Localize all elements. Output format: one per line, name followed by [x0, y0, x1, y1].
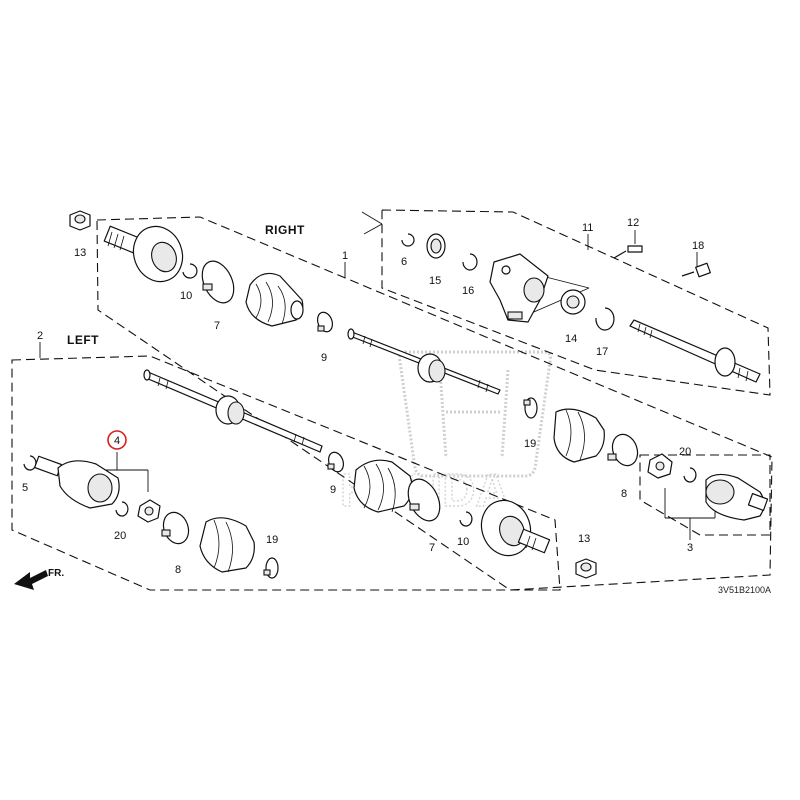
- circlip-16[interactable]: [462, 253, 478, 271]
- snap-ring-17[interactable]: [595, 307, 615, 331]
- boot-band-right-inner[interactable]: [607, 431, 642, 469]
- left-assembly-frame: [11, 355, 561, 591]
- outer-cv-joint-right[interactable]: [103, 219, 190, 288]
- callout-18[interactable]: 18: [692, 240, 704, 252]
- flange-nut-top[interactable]: [69, 210, 91, 231]
- callout-6[interactable]: 6: [401, 256, 407, 268]
- bearing-support-frame: [381, 209, 771, 396]
- snap-ring-20-left[interactable]: [115, 501, 129, 517]
- callout-14[interactable]: 14: [565, 333, 577, 345]
- bearing-support-bracket[interactable]: [489, 253, 549, 323]
- halfshaft-left[interactable]: [143, 369, 323, 453]
- halfshaft-right[interactable]: [347, 328, 501, 395]
- callout-2[interactable]: 2: [37, 330, 43, 342]
- outer-cv-joint-left[interactable]: [474, 493, 551, 562]
- boot-band-small-19-left[interactable]: [263, 557, 279, 579]
- snap-ring-6[interactable]: [401, 233, 415, 247]
- side-label-right: RIGHT: [265, 223, 305, 237]
- diagram-code: 3V51B2100A: [718, 585, 771, 595]
- inner-cv-joint-right[interactable]: [705, 473, 769, 521]
- callout-8-right[interactable]: 8: [621, 488, 627, 500]
- callout-numbers: 1 2 3 4 5 6 7 7 8 8 9 9 10 10 11 12 13 1…: [22, 217, 704, 576]
- callout-5[interactable]: 5: [22, 482, 28, 494]
- callout-13-bottom[interactable]: 13: [578, 533, 590, 545]
- side-label-left: LEFT: [67, 333, 99, 347]
- snap-ring-10-left[interactable]: [459, 511, 473, 527]
- front-label: FR.: [48, 568, 64, 579]
- bolt-12[interactable]: [613, 245, 643, 259]
- flange-nut-bottom[interactable]: [575, 558, 597, 579]
- callout-3[interactable]: 3: [687, 542, 693, 554]
- bolt-18[interactable]: [681, 262, 711, 278]
- callout-16[interactable]: 16: [462, 285, 474, 297]
- callout-11[interactable]: 11: [582, 222, 593, 234]
- cv-boot-left-inner[interactable]: [199, 517, 255, 573]
- callout-4-highlight: [107, 430, 127, 450]
- callout-20-left[interactable]: 20: [114, 530, 126, 542]
- bearing-14[interactable]: [560, 289, 586, 315]
- callout-19-left[interactable]: 19: [266, 534, 278, 546]
- right-assembly-frame: [96, 216, 773, 591]
- inner-cv-joint-left[interactable]: [34, 455, 120, 509]
- snap-ring-5[interactable]: [23, 455, 37, 471]
- boot-band-small-right[interactable]: [315, 310, 335, 334]
- callout-1[interactable]: 1: [342, 250, 348, 262]
- snap-ring-20-right[interactable]: [683, 467, 697, 483]
- boot-band-left-inner[interactable]: [159, 509, 192, 547]
- inner-joint-right-frame: [639, 454, 771, 536]
- callout-15[interactable]: 15: [429, 275, 441, 287]
- callout-12[interactable]: 12: [627, 217, 639, 229]
- boot-band-small-9-left[interactable]: [326, 450, 346, 474]
- callout-19-right[interactable]: 19: [524, 438, 536, 450]
- callout-9-left[interactable]: 9: [330, 484, 336, 496]
- callout-7-right[interactable]: 7: [214, 320, 220, 332]
- boot-band-left-outer[interactable]: [402, 474, 446, 526]
- callout-9-right[interactable]: 9: [321, 352, 327, 364]
- boot-band-right-outer[interactable]: [196, 256, 240, 308]
- intermediate-shaft[interactable]: [629, 319, 761, 383]
- cv-boot-right-outer[interactable]: [245, 272, 304, 327]
- cv-boot-left-outer[interactable]: [353, 459, 413, 513]
- callout-10-right[interactable]: 10: [180, 290, 192, 302]
- boot-band-small-19-right[interactable]: [523, 397, 538, 419]
- callout-4[interactable]: 4: [114, 435, 120, 447]
- spider-left[interactable]: [137, 499, 161, 523]
- callout-10-left[interactable]: 10: [457, 536, 469, 548]
- front-direction-arrow: FR.: [14, 568, 64, 590]
- dust-seal-15[interactable]: [426, 233, 446, 259]
- cv-boot-right-inner[interactable]: [553, 408, 605, 463]
- callout-17[interactable]: 17: [596, 346, 608, 358]
- callout-7-left[interactable]: 7: [429, 542, 435, 554]
- callout-8-left[interactable]: 8: [175, 564, 181, 576]
- snap-ring-right-outer[interactable]: [182, 263, 198, 279]
- spider-right[interactable]: [647, 453, 673, 479]
- callout-20-right[interactable]: 20: [679, 446, 691, 458]
- callout-13-top[interactable]: 13: [74, 247, 86, 259]
